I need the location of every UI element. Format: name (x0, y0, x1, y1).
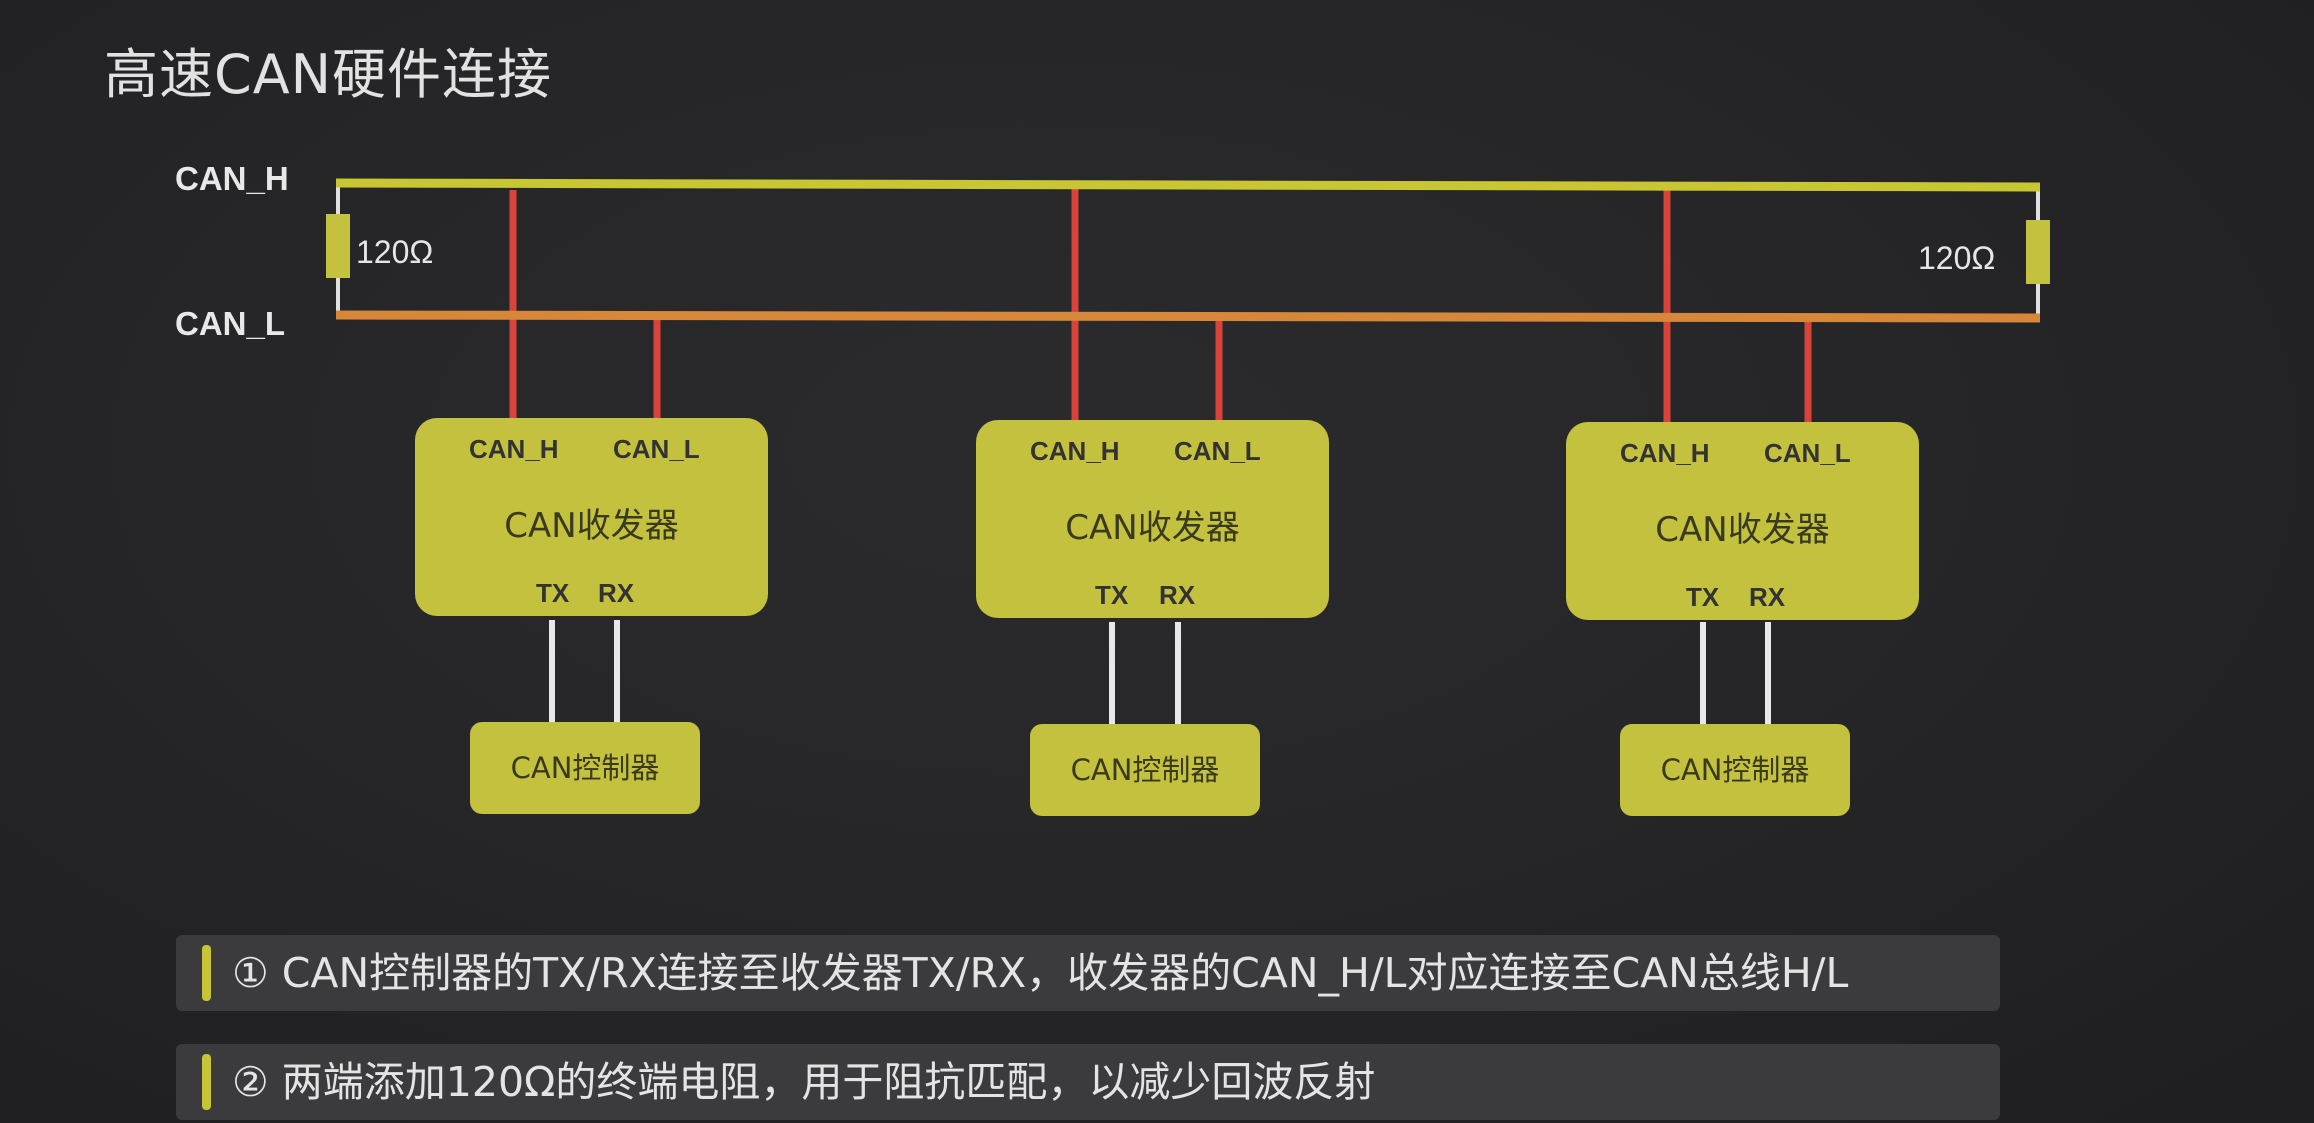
transceiver-pin-rx: RX (1749, 582, 1786, 612)
page-title: 高速CAN硬件连接 (104, 43, 553, 106)
left-resistor (326, 214, 350, 278)
transceiver-pin-rx: RX (598, 578, 635, 608)
note-2: ② 两端添加120Ω的终端电阻，用于阻抗匹配，以减少回波反射 (176, 1044, 2000, 1120)
right-resistor (2026, 220, 2050, 284)
transceiver-pin-tx: TX (1686, 582, 1720, 612)
transceiver-pin-rx: RX (1159, 580, 1196, 610)
controller-3: CAN控制器 (1620, 724, 1850, 816)
accent-bar (202, 1054, 211, 1110)
transceiver-name: CAN收发器 (1065, 508, 1240, 548)
transceiver-3: CAN_H CAN_L CAN收发器 TX RX (1566, 422, 1919, 620)
transceiver-pin-can-l: CAN_L (1764, 438, 1851, 468)
can-h-bus (335, 178, 2041, 192)
note-text: ② 两端添加120Ω的终端电阻，用于阻抗匹配，以减少回波反射 (232, 1058, 1376, 1106)
transceiver-2: CAN_H CAN_L CAN收发器 TX RX (976, 420, 1329, 618)
controller-1: CAN控制器 (470, 722, 700, 814)
transceiver-name: CAN收发器 (1655, 510, 1830, 550)
resistor-right-label: 120Ω (1918, 240, 1996, 276)
can-h-label: CAN_H (175, 160, 289, 197)
transceiver-pin-can-l: CAN_L (1174, 436, 1261, 466)
transceiver-1: CAN_H CAN_L CAN收发器 TX RX (415, 418, 768, 616)
transceiver-pin-can-h: CAN_H (1620, 438, 1710, 468)
accent-bar (202, 945, 211, 1001)
transceiver-pin-can-h: CAN_H (469, 434, 559, 464)
transceiver-pin-tx: TX (536, 578, 570, 608)
note-1: ① CAN控制器的TX/RX连接至收发器TX/RX，收发器的CAN_H/L对应连… (176, 935, 2000, 1011)
transceiver-pin-can-h: CAN_H (1030, 436, 1120, 466)
can-l-label: CAN_L (175, 305, 286, 342)
transceiver-name: CAN收发器 (504, 506, 679, 546)
note-text: ① CAN控制器的TX/RX连接至收发器TX/RX，收发器的CAN_H/L对应连… (232, 949, 1849, 997)
transceiver-pin-tx: TX (1095, 580, 1129, 610)
resistor-left-label: 120Ω (356, 234, 434, 270)
controller-2: CAN控制器 (1030, 724, 1260, 816)
transceiver-pin-can-l: CAN_L (613, 434, 700, 464)
can-l-bus (335, 310, 2041, 323)
